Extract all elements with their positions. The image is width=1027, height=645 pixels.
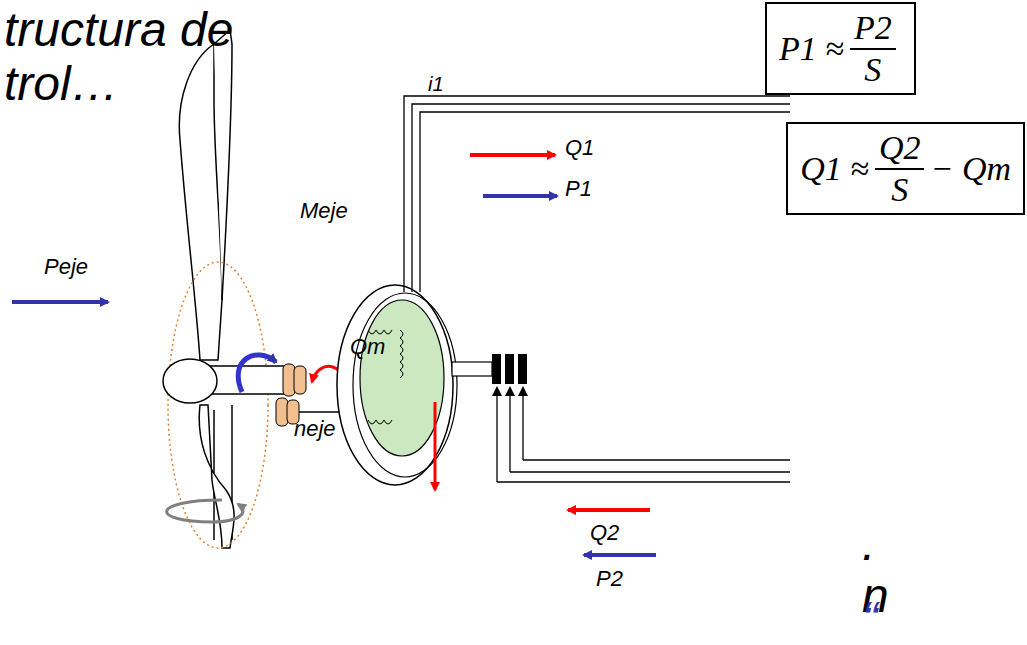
signal-label: Peje — [44, 256, 88, 278]
gearbox — [276, 364, 345, 426]
yaw-arrow — [167, 500, 243, 522]
main-shaft — [210, 366, 286, 394]
fraction: P2S — [850, 10, 896, 87]
rotor-blades — [179, 30, 234, 548]
signal-label: Q1 — [565, 137, 594, 159]
power-arrow — [483, 194, 557, 198]
slide-title: tructura de — [4, 6, 233, 54]
signal-label: neje — [294, 418, 336, 440]
formula-box: P1 ≈P2S — [765, 2, 916, 95]
signal-label: “ — [862, 595, 878, 643]
formula-box: Q1 ≈Q2S− Qm — [786, 122, 1025, 215]
generator — [337, 285, 492, 485]
rotor-disc — [168, 262, 268, 548]
power-arrow — [12, 300, 108, 304]
rotor-wires — [497, 388, 790, 482]
formula-term: P1 ≈ — [779, 30, 844, 68]
signal-label: Meje — [300, 200, 348, 222]
signal-label: Qm — [350, 336, 385, 358]
power-arrow — [584, 553, 656, 557]
torque-arrow — [238, 355, 276, 392]
formula-term: Q1 ≈ — [800, 150, 869, 188]
signal-label: P2 — [596, 568, 623, 590]
signal-label: i1 — [428, 74, 444, 94]
denominator: S — [864, 50, 881, 88]
numerator: P2 — [850, 10, 896, 50]
fraction: Q2S — [875, 130, 925, 207]
slide-title: trol… — [4, 60, 119, 108]
reactive-arrow — [434, 402, 437, 490]
reactive-arrow — [568, 508, 650, 512]
signal-label: P1 — [565, 178, 592, 200]
hub — [163, 359, 217, 403]
numerator: Q2 — [875, 130, 925, 170]
stator-wires — [404, 96, 790, 292]
reactive-arrow — [470, 153, 555, 157]
denominator: S — [891, 170, 908, 208]
signal-label: Q2 — [590, 522, 619, 544]
slip-rings — [492, 354, 527, 384]
signal-label: . — [862, 520, 875, 568]
formula-term: − Qm — [930, 150, 1011, 188]
